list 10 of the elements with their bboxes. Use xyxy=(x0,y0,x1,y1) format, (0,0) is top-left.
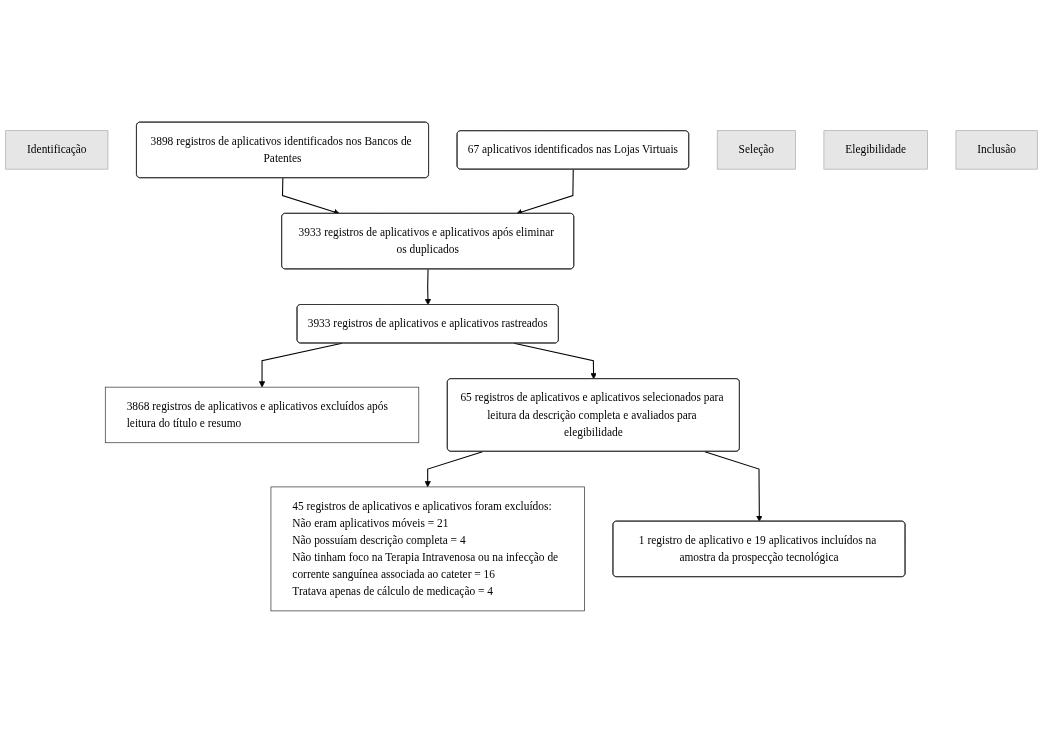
node-box: Seleção xyxy=(716,130,796,170)
node-box: Identificação xyxy=(5,130,109,170)
node-box: 3868 registros de aplicativos e aplicativos excluídos após leitura do título e resumo xyxy=(104,386,420,444)
arrow xyxy=(281,177,340,215)
node-box: Inclusão xyxy=(955,130,1038,170)
node-box: Elegibilidade xyxy=(823,130,928,170)
arrow xyxy=(516,168,574,215)
arrow xyxy=(704,451,763,522)
node-box: 45 registros de aplicativos e aplicativos foram excluídos: Não eram aplicativos móveis = 21 Não possuíam descrição completa = 4 Não tinham foco na Terapia Intravenosa ou na infecção de corrente sanguínea associada ao cateter = 16 Tratava apenas de cálculo de medicação = 4 xyxy=(270,486,585,612)
arrow xyxy=(424,268,432,306)
